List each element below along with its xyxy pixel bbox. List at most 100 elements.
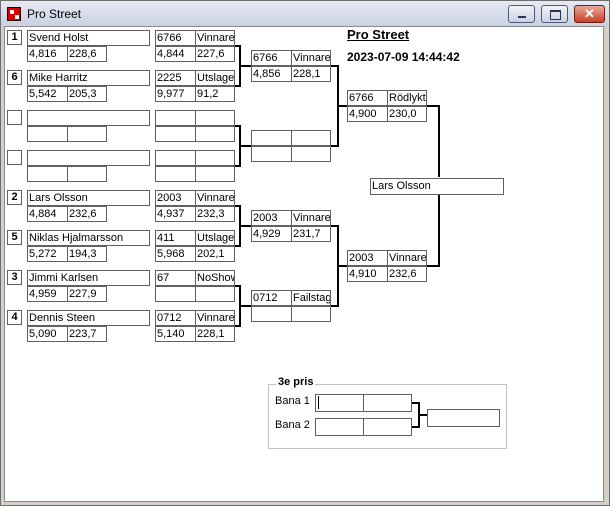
qualifying-speed[interactable]: 205,3 [67, 86, 107, 102]
trap-speed[interactable] [195, 166, 235, 182]
bracket-line [235, 45, 241, 47]
elapsed-time[interactable]: 9,977 [155, 86, 196, 102]
race-result[interactable]: Vinnare [387, 250, 427, 266]
car-number[interactable]: 2003 [347, 250, 388, 266]
trap-speed[interactable]: 228,1 [291, 66, 331, 82]
car-number[interactable]: 2003 [251, 210, 292, 226]
trap-speed[interactable]: 230,0 [387, 106, 427, 122]
race-result[interactable]: Vinnare [291, 210, 331, 226]
trap-speed[interactable]: 232,3 [195, 206, 235, 222]
trap-speed[interactable]: 228,1 [195, 326, 235, 342]
bracket-line [438, 105, 440, 177]
reaction-time[interactable]: 4,884 [27, 206, 68, 222]
elapsed-time[interactable]: 4,929 [251, 226, 292, 242]
seed-badge: 6 [7, 70, 22, 85]
race-result[interactable]: Utslagen [195, 70, 235, 86]
bracket-line [412, 426, 420, 428]
qualifying-speed[interactable]: 232,6 [67, 206, 107, 222]
elapsed-time[interactable] [155, 166, 196, 182]
elapsed-time[interactable]: 4,856 [251, 66, 292, 82]
car-number[interactable]: 6766 [155, 30, 196, 46]
final-winner[interactable]: Lars Olsson [370, 178, 504, 195]
race-result[interactable]: Utslagen [195, 230, 235, 246]
reaction-time[interactable]: 4,959 [27, 286, 68, 302]
qualifying-speed[interactable]: 194,3 [67, 246, 107, 262]
trap-speed[interactable] [195, 126, 235, 142]
trap-speed[interactable]: 232,6 [387, 266, 427, 282]
car-number[interactable]: 2003 [155, 190, 196, 206]
elapsed-time[interactable]: 4,910 [347, 266, 388, 282]
trap-speed[interactable]: 231,7 [291, 226, 331, 242]
car-number[interactable]: 0712 [251, 290, 292, 306]
car-number[interactable]: 2225 [155, 70, 196, 86]
reaction-time[interactable] [27, 166, 68, 182]
elapsed-time[interactable]: 5,968 [155, 246, 196, 262]
car-number[interactable] [251, 130, 292, 146]
driver-name[interactable]: Lars Olsson [27, 190, 150, 206]
car-number[interactable]: 411 [155, 230, 196, 246]
car-number[interactable]: 6766 [251, 50, 292, 66]
trap-speed[interactable]: 202,1 [195, 246, 235, 262]
elapsed-time[interactable]: 4,937 [155, 206, 196, 222]
trap-speed[interactable]: 227,6 [195, 46, 235, 62]
driver-name[interactable]: Mike Harritz [27, 70, 150, 86]
lane-2-car-field[interactable] [315, 418, 364, 436]
bracket-line [337, 265, 347, 267]
driver-name[interactable]: Niklas Hjalmarsson [27, 230, 150, 246]
driver-name[interactable]: Svend Holst [27, 30, 150, 46]
elapsed-time[interactable] [251, 146, 292, 162]
bracket-line [239, 65, 251, 67]
qualifying-speed[interactable]: 223,7 [67, 326, 107, 342]
trap-speed[interactable] [195, 286, 235, 302]
elapsed-time[interactable] [155, 126, 196, 142]
reaction-time[interactable] [27, 126, 68, 142]
reaction-time[interactable]: 4,816 [27, 46, 68, 62]
trap-speed[interactable] [291, 146, 331, 162]
lane-2-result-field[interactable] [363, 418, 412, 436]
lane-1-car-field[interactable] [315, 394, 364, 412]
race-result[interactable]: Vinnare [195, 30, 235, 46]
bracket-line [337, 105, 347, 107]
trap-speed[interactable]: 91,2 [195, 86, 235, 102]
race-result[interactable] [195, 150, 235, 166]
car-number[interactable]: 0712 [155, 310, 196, 326]
car-number[interactable] [155, 110, 196, 126]
race-result[interactable]: Vinnare [195, 310, 235, 326]
window-title: Pro Street [27, 7, 82, 21]
minimize-button[interactable] [508, 5, 535, 23]
race-result[interactable] [291, 130, 331, 146]
lane-1-result-field[interactable] [363, 394, 412, 412]
qualifying-speed[interactable]: 227,9 [67, 286, 107, 302]
qualifying-speed[interactable] [67, 126, 107, 142]
car-number[interactable]: 67 [155, 270, 196, 286]
driver-name[interactable] [27, 150, 150, 166]
race-result[interactable]: Failstage [291, 290, 331, 306]
race-result[interactable]: NoShow [195, 270, 235, 286]
elapsed-time[interactable] [155, 286, 196, 302]
bracket-line [331, 145, 339, 147]
trap-speed[interactable] [291, 306, 331, 322]
lane-2-label: Bana 2 [275, 419, 310, 431]
elapsed-time[interactable]: 4,844 [155, 46, 196, 62]
car-number[interactable]: 6766 [347, 90, 388, 106]
close-button[interactable]: ✕ [574, 5, 605, 23]
maximize-button[interactable] [541, 5, 568, 23]
elapsed-time[interactable]: 5,140 [155, 326, 196, 342]
race-result[interactable]: Vinnare [195, 190, 235, 206]
qualifying-speed[interactable] [67, 166, 107, 182]
driver-name[interactable]: Jimmi Karlsen [27, 270, 150, 286]
driver-name[interactable] [27, 110, 150, 126]
driver-name[interactable]: Dennis Steen [27, 310, 150, 326]
race-result[interactable]: Rödlykta [387, 90, 427, 106]
reaction-time[interactable]: 5,272 [27, 246, 68, 262]
reaction-time[interactable]: 5,090 [27, 326, 68, 342]
title-bar[interactable]: Pro Street ✕ [1, 1, 609, 27]
qualifying-speed[interactable]: 228,6 [67, 46, 107, 62]
race-result[interactable]: Vinnare [291, 50, 331, 66]
elapsed-time[interactable] [251, 306, 292, 322]
third-place-winner[interactable] [427, 409, 500, 427]
car-number[interactable] [155, 150, 196, 166]
elapsed-time[interactable]: 4,900 [347, 106, 388, 122]
reaction-time[interactable]: 5,542 [27, 86, 68, 102]
race-result[interactable] [195, 110, 235, 126]
